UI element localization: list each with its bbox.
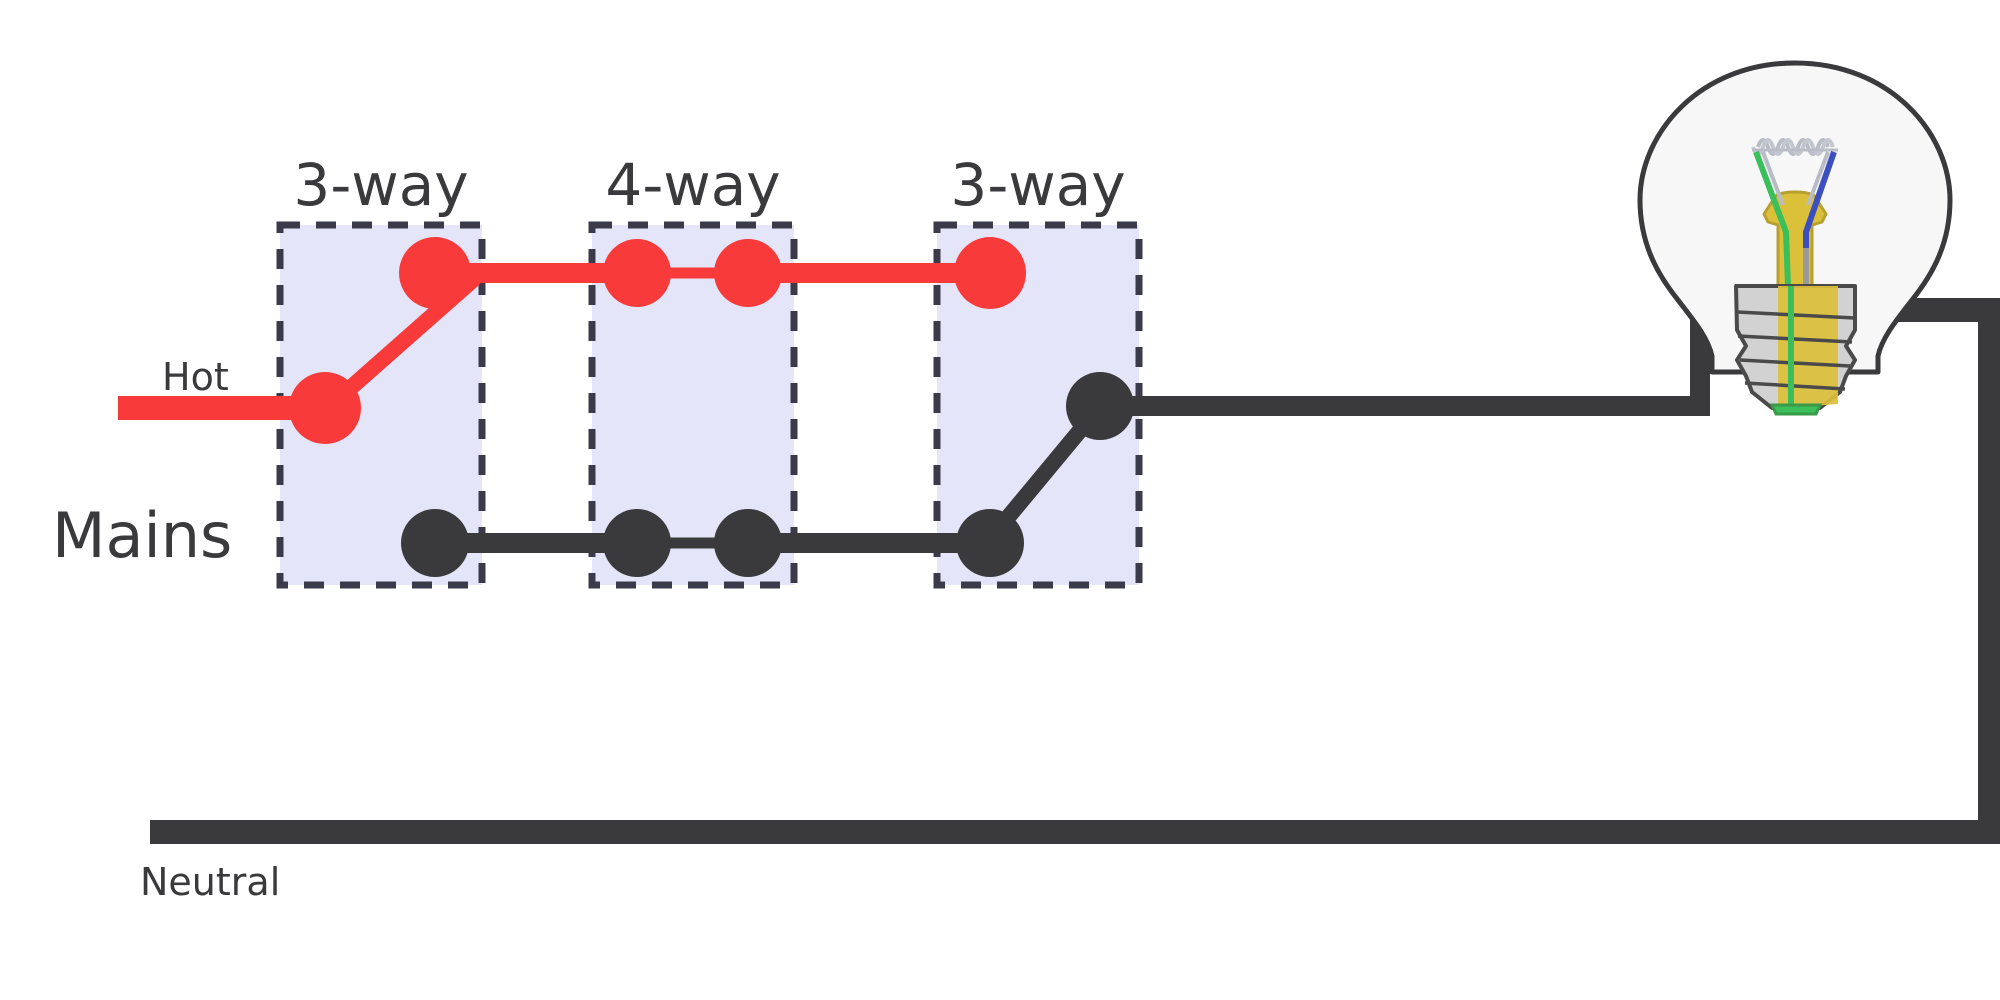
bulb-tip-plate xyxy=(1769,403,1823,416)
terminal-hot-traveler-left-top[interactable] xyxy=(399,237,471,309)
neutral-label: Neutral xyxy=(140,860,280,904)
bulb-thread-1 xyxy=(1736,310,1856,320)
terminal-dot-group xyxy=(289,237,1134,577)
switch-label-right-3way: 3-way xyxy=(950,151,1125,219)
terminal-common-right[interactable] xyxy=(1066,372,1134,440)
terminal-4way-out-bottom[interactable] xyxy=(714,509,782,577)
terminal-4way-in-bottom[interactable] xyxy=(603,509,671,577)
neutral-bus-wire xyxy=(150,298,2000,844)
terminal-hot-4way-in[interactable] xyxy=(603,239,671,307)
light-bulb[interactable] xyxy=(1637,60,1953,416)
mains-label: Mains xyxy=(52,499,232,572)
label-group: 3-way 4-way 3-way Mains Hot Neutral xyxy=(52,151,1126,904)
switch-label-left-3way: 3-way xyxy=(293,151,468,219)
switch-label-mid-4way: 4-way xyxy=(605,151,780,219)
terminal-hot-traveler-right-top[interactable] xyxy=(954,237,1026,309)
bulb-thread-3 xyxy=(1739,358,1851,368)
bulb-thread-4 xyxy=(1744,381,1846,391)
terminal-hot-common-left[interactable] xyxy=(289,372,361,444)
hot-label: Hot xyxy=(162,355,229,399)
switched-hot-to-bulb-wire xyxy=(1120,320,1710,416)
bulb-thread-2 xyxy=(1737,334,1853,344)
bulb-filament-icon-2 xyxy=(1751,138,1835,156)
terminal-hot-4way-out[interactable] xyxy=(714,239,782,307)
hot-wire-group xyxy=(118,263,992,420)
terminal-traveler-right-bottom[interactable] xyxy=(956,509,1024,577)
bulb-support-wire-left xyxy=(1761,151,1785,206)
bulb-support-wire-right xyxy=(1806,151,1830,206)
terminal-traveler-left-bottom[interactable] xyxy=(401,509,469,577)
bulb-screw-base xyxy=(1734,284,1857,416)
